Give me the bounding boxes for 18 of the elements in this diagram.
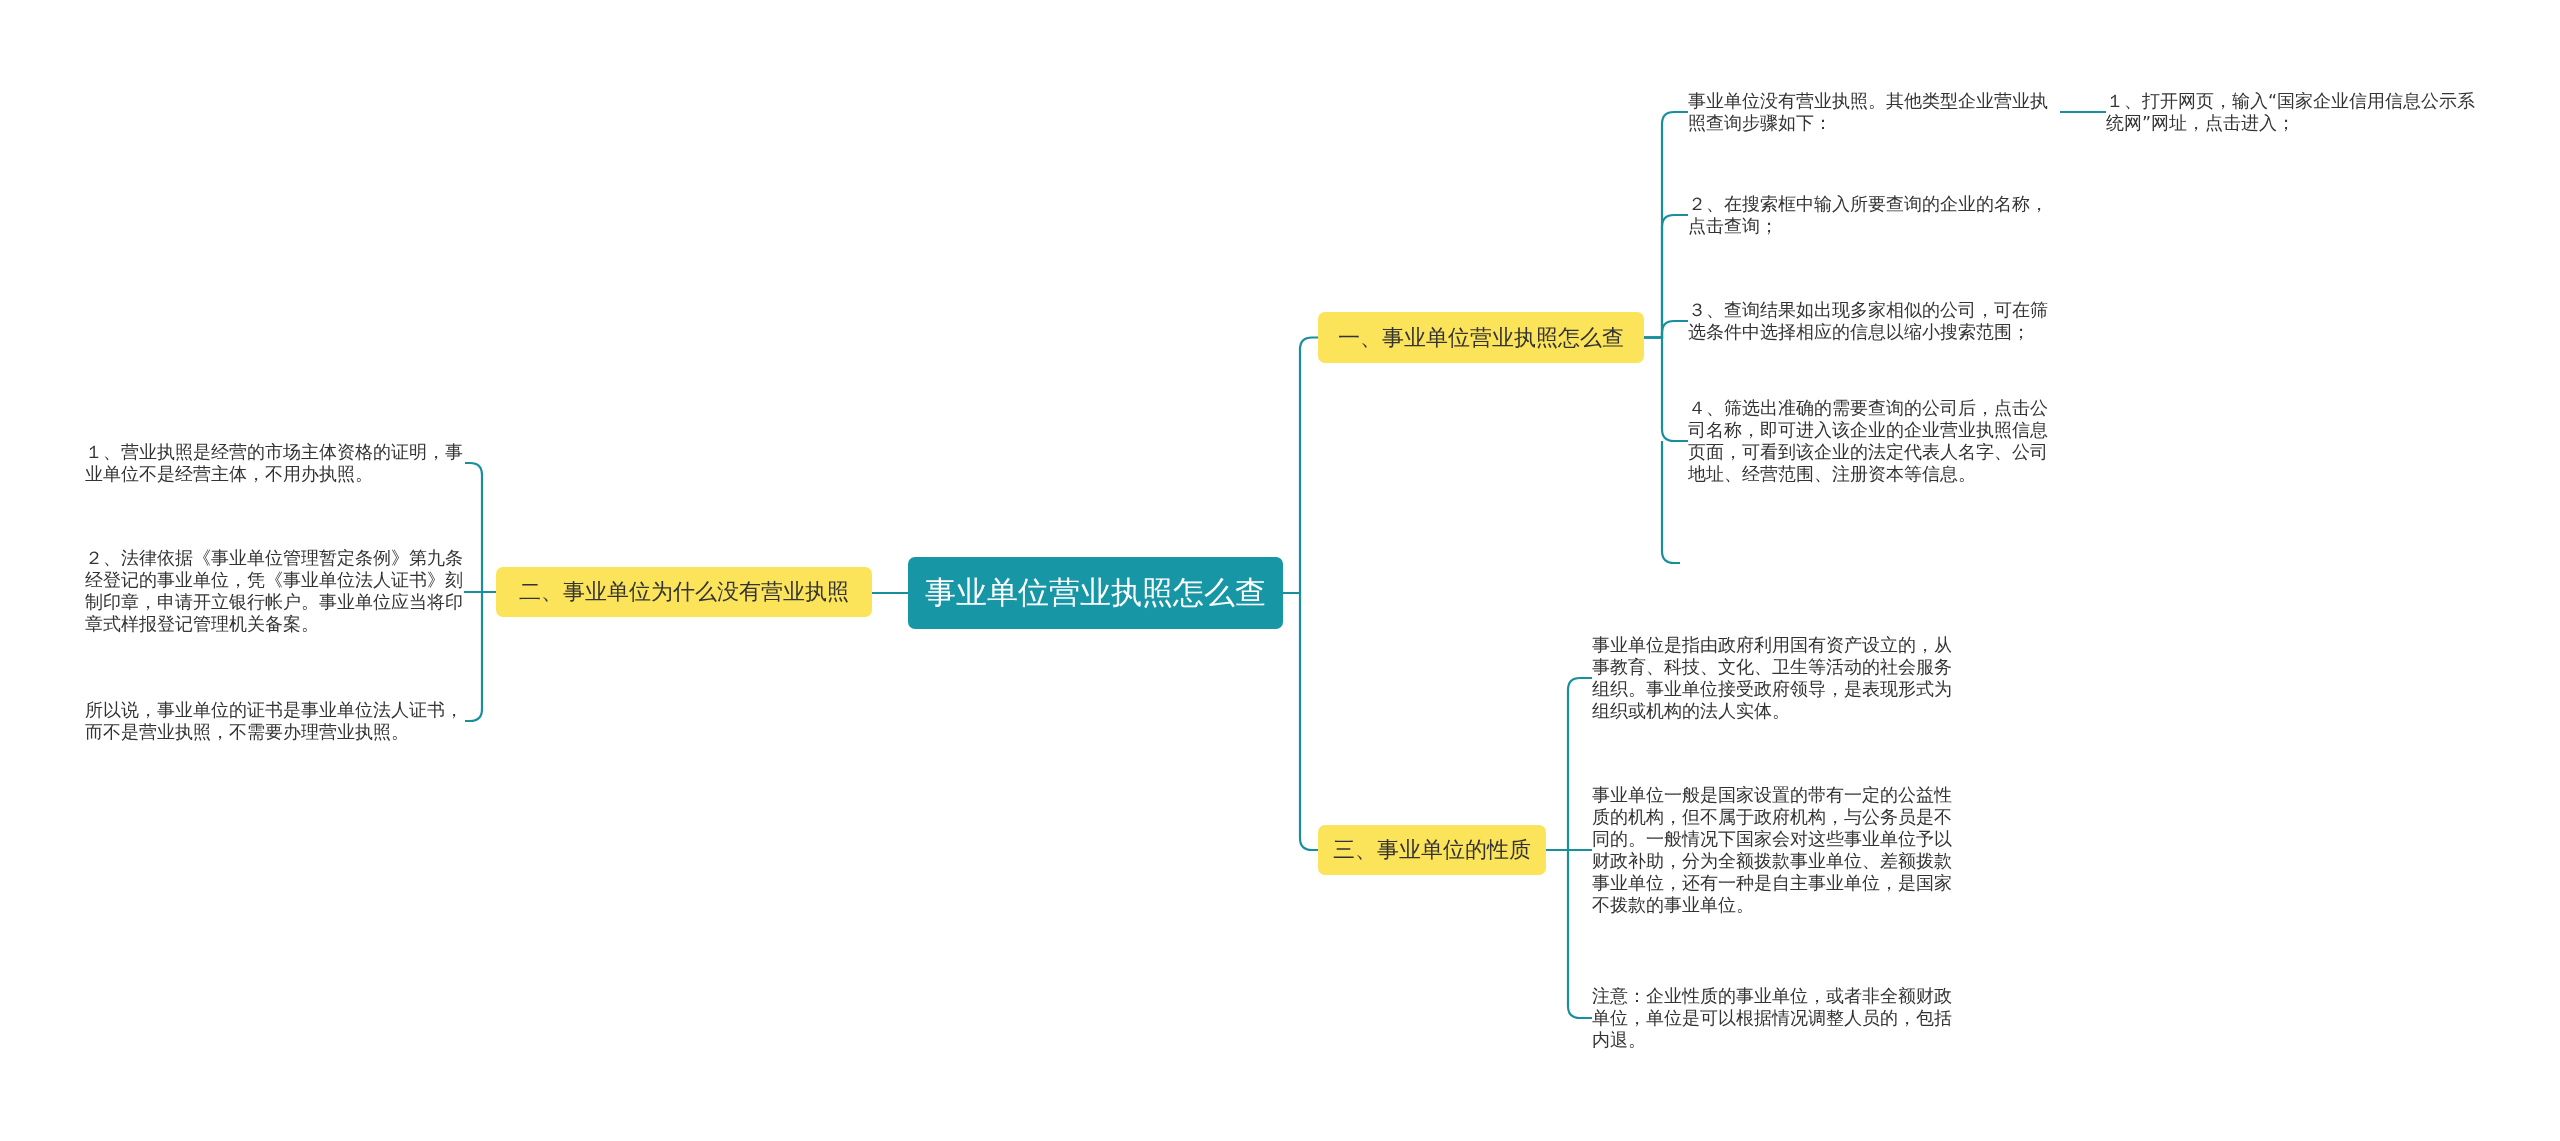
note-text: 所以说，事业单位的证书是事业单位法人证书，而不是营业执照，不需要办理营业执照。	[85, 699, 465, 743]
note-text: ２、法律依据《事业单位管理暂定条例》第九条经登记的事业单位，凭《事业单位法人证书》刻制印章，申请开立银行帐户。事业单位应当将印章式样报登记管理机关备案。	[85, 547, 465, 635]
note-text: 事业单位一般是国家设置的带有一定的公益性质的机构，但不属于政府机构，与公务员是不同的。一般情况下国家会对这些事业单位予以财政补助，分为全额拨款事业单位、差额拨款事业单位，还有一种是自主事业单位，是国家不拨款的事业单位。	[1592, 784, 1967, 916]
connector-line	[870, 591, 908, 595]
topic-box: 三、事业单位的性质	[1318, 825, 1546, 875]
note-text: １、打开网页，输入“国家企业信用信息公示系统网”网址，点击进入；	[2106, 90, 2486, 134]
topic-box: 二、事业单位为什么没有营业执照	[496, 567, 872, 617]
note-text: 注意：企业性质的事业单位，或者非全额财政单位，单位是可以根据情况调整人员的，包括内退。	[1592, 985, 1967, 1051]
note-text: 事业单位是指由政府利用国有资产设立的，从事教育、科技、文化、卫生等活动的社会服务组织。事业单位接受政府领导，是表现形式为组织或机构的法人实体。	[1592, 634, 1967, 722]
note-text: 事业单位没有营业执照。其他类型企业营业执照查询步骤如下：	[1688, 90, 2060, 134]
connector-line	[1644, 336, 1688, 443]
topic-box: 一、事业单位营业执照怎么查	[1318, 312, 1644, 363]
note-text: ２、在搜索框中输入所要查询的企业的名称，点击查询；	[1688, 193, 2060, 237]
note-text: １、营业执照是经营的市场主体资格的证明，事业单位不是经营主体，不用办执照。	[85, 441, 465, 485]
note-text: ４、筛选出准确的需要查询的公司后，点击公司名称，即可进入该企业的企业营业执照信息页面，可看到该企业的法定代表人名字、公司地址、经营范围、注册资本等信息。	[1688, 397, 2060, 485]
central-topic-box: 事业单位营业执照怎么查	[908, 557, 1283, 629]
connector-line	[2060, 110, 2106, 114]
note-text: ３、查询结果如出现多家相似的公司，可在筛选条件中选择相应的信息以缩小搜索范围；	[1688, 299, 2060, 343]
